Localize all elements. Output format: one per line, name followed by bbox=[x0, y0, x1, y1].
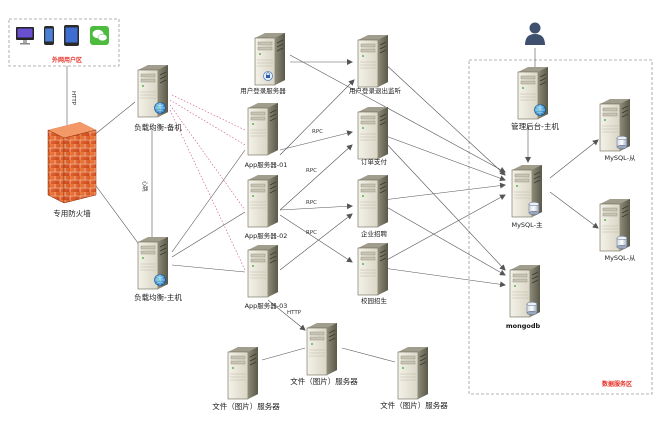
mysql-slave-2-label: MySQL-从 bbox=[604, 254, 636, 262]
file-server-2-label: 文件（图片）服务器 bbox=[290, 376, 358, 386]
imac-icon bbox=[16, 27, 34, 45]
order-pay-label: 订单支付 bbox=[361, 157, 388, 166]
database-icon bbox=[526, 301, 538, 316]
edge-label-rpc-4: RPC bbox=[306, 230, 317, 236]
mongodb-server bbox=[509, 264, 541, 318]
edge-file2-file1 bbox=[261, 347, 306, 361]
edge-firewall-lbmain bbox=[87, 174, 139, 244]
dotted-links bbox=[169, 94, 246, 271]
edge-campus-mongodb bbox=[382, 267, 506, 288]
file-server-3-label: 文件（图片）服务器 bbox=[380, 400, 448, 410]
database-icon bbox=[616, 135, 628, 150]
phone-icon bbox=[44, 26, 54, 45]
app02-label: App服务器-02 bbox=[245, 231, 288, 240]
edge-label-http-external: HTTP bbox=[70, 91, 76, 106]
external-users-zone bbox=[8, 18, 120, 67]
file-server-3 bbox=[397, 346, 429, 400]
mysql-main-server bbox=[511, 164, 543, 218]
mongodb-label: mongodb bbox=[506, 322, 541, 330]
edge-app03-enterprise bbox=[279, 213, 353, 271]
data-service-zone-label: 数据服务区 bbox=[602, 380, 632, 388]
edge-label-http-file: HTTP bbox=[287, 310, 302, 316]
database-icon bbox=[616, 235, 628, 250]
edge-lbmain-app03 bbox=[171, 264, 246, 273]
external-devices bbox=[16, 25, 109, 46]
mysql-slave-1-label: MySQL-从 bbox=[604, 154, 636, 162]
file-server-2 bbox=[306, 322, 338, 376]
file-server-1-label: 文件（图片）服务器 bbox=[212, 401, 280, 411]
app03-label: App服务器-03 bbox=[245, 301, 288, 310]
user-icon bbox=[525, 22, 545, 45]
wechat-icon bbox=[90, 26, 109, 45]
edge-label-rpc-2: RPC bbox=[306, 168, 317, 174]
edge-label-rpc-3: RPC bbox=[306, 200, 317, 206]
edge-enterprise-mysql bbox=[382, 182, 506, 201]
edge-enterprise-mongodb bbox=[382, 204, 506, 276]
lock-icon bbox=[263, 71, 273, 81]
data-service-zone bbox=[468, 59, 653, 395]
order-pay-server bbox=[357, 106, 389, 160]
app01-server bbox=[247, 102, 279, 156]
admin-main-label: 管理后台-主机 bbox=[511, 121, 559, 131]
edge-mysql-slave1 bbox=[549, 139, 599, 179]
globe-icon bbox=[154, 102, 166, 114]
firewall-label: 专用防火墙 bbox=[53, 208, 91, 218]
edge-label-rpc-1: RPC bbox=[312, 129, 323, 135]
login-server bbox=[254, 32, 286, 86]
edge-app01-logout bbox=[279, 79, 355, 156]
edge-app02-campus bbox=[279, 214, 353, 263]
enterprise-recruit-server bbox=[357, 174, 389, 228]
mysql-slave-1-server bbox=[599, 98, 631, 152]
edge-app02-order bbox=[279, 144, 353, 211]
logout-monitor-server bbox=[357, 34, 389, 88]
edges bbox=[66, 48, 599, 363]
campus-recruit-label: 校园招生 bbox=[361, 296, 388, 305]
edge-app02-enterprise bbox=[279, 203, 353, 211]
edge-login-mysql bbox=[289, 54, 506, 173]
edge-lbmain-app02 bbox=[171, 211, 246, 258]
database-icon bbox=[528, 201, 540, 216]
admin-main-server bbox=[517, 66, 549, 120]
lb-backup-label: 负载均衡-备机 bbox=[134, 122, 182, 132]
login-server-label: 用户登录服务器 bbox=[240, 86, 286, 95]
logout-monitor-label: 用户登录退出监听 bbox=[349, 86, 402, 95]
edge-app01-order bbox=[279, 130, 353, 151]
lb-main-server bbox=[137, 236, 169, 290]
edge-logout-mysql bbox=[382, 61, 506, 176]
globe-icon bbox=[534, 104, 546, 116]
lb-main-label: 负载均衡-主机 bbox=[134, 292, 182, 302]
lb-backup-server bbox=[137, 64, 169, 118]
mysql-main-label: MySQL-主 bbox=[511, 220, 543, 229]
file-server-1 bbox=[227, 346, 259, 400]
edge-lbmain-app01 bbox=[171, 149, 246, 253]
app01-label: App服务器-01 bbox=[245, 160, 288, 169]
edge-app03-file bbox=[267, 299, 306, 331]
edge-mysql-slave2 bbox=[549, 191, 599, 229]
campus-recruit-server bbox=[357, 242, 389, 296]
edge-file2-file3 bbox=[341, 347, 396, 363]
edge-order-mongodb bbox=[382, 139, 506, 271]
external-users-zone-label: 外网用户区 bbox=[51, 56, 82, 64]
edge-label-heartbeat: 心跳 bbox=[141, 180, 149, 192]
firewall bbox=[47, 122, 97, 204]
enterprise-recruit-label: 企业招聘 bbox=[361, 229, 388, 238]
edge-campus-mysql bbox=[382, 194, 506, 263]
mysql-slave-2-server bbox=[599, 198, 631, 252]
globe-icon bbox=[154, 274, 166, 286]
app03-server bbox=[247, 244, 279, 298]
edge-order-mysql bbox=[382, 134, 506, 182]
tablet-icon bbox=[64, 25, 79, 46]
app02-server bbox=[247, 174, 279, 228]
